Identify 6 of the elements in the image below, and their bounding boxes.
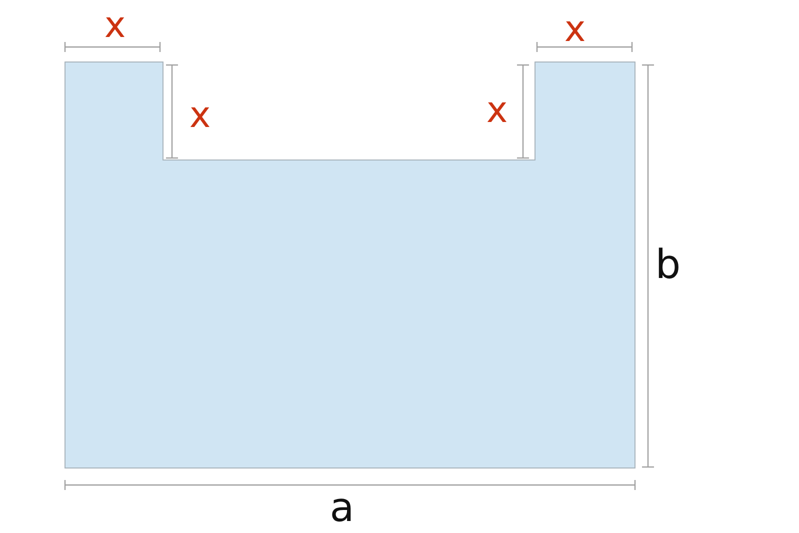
dimension-label: x xyxy=(104,8,126,44)
dimension-label: x xyxy=(189,98,211,134)
dimension-label: a xyxy=(330,488,354,528)
dimension-label: x xyxy=(564,12,586,48)
dimension-label: x xyxy=(486,93,508,129)
dimension-label: b xyxy=(655,245,681,285)
